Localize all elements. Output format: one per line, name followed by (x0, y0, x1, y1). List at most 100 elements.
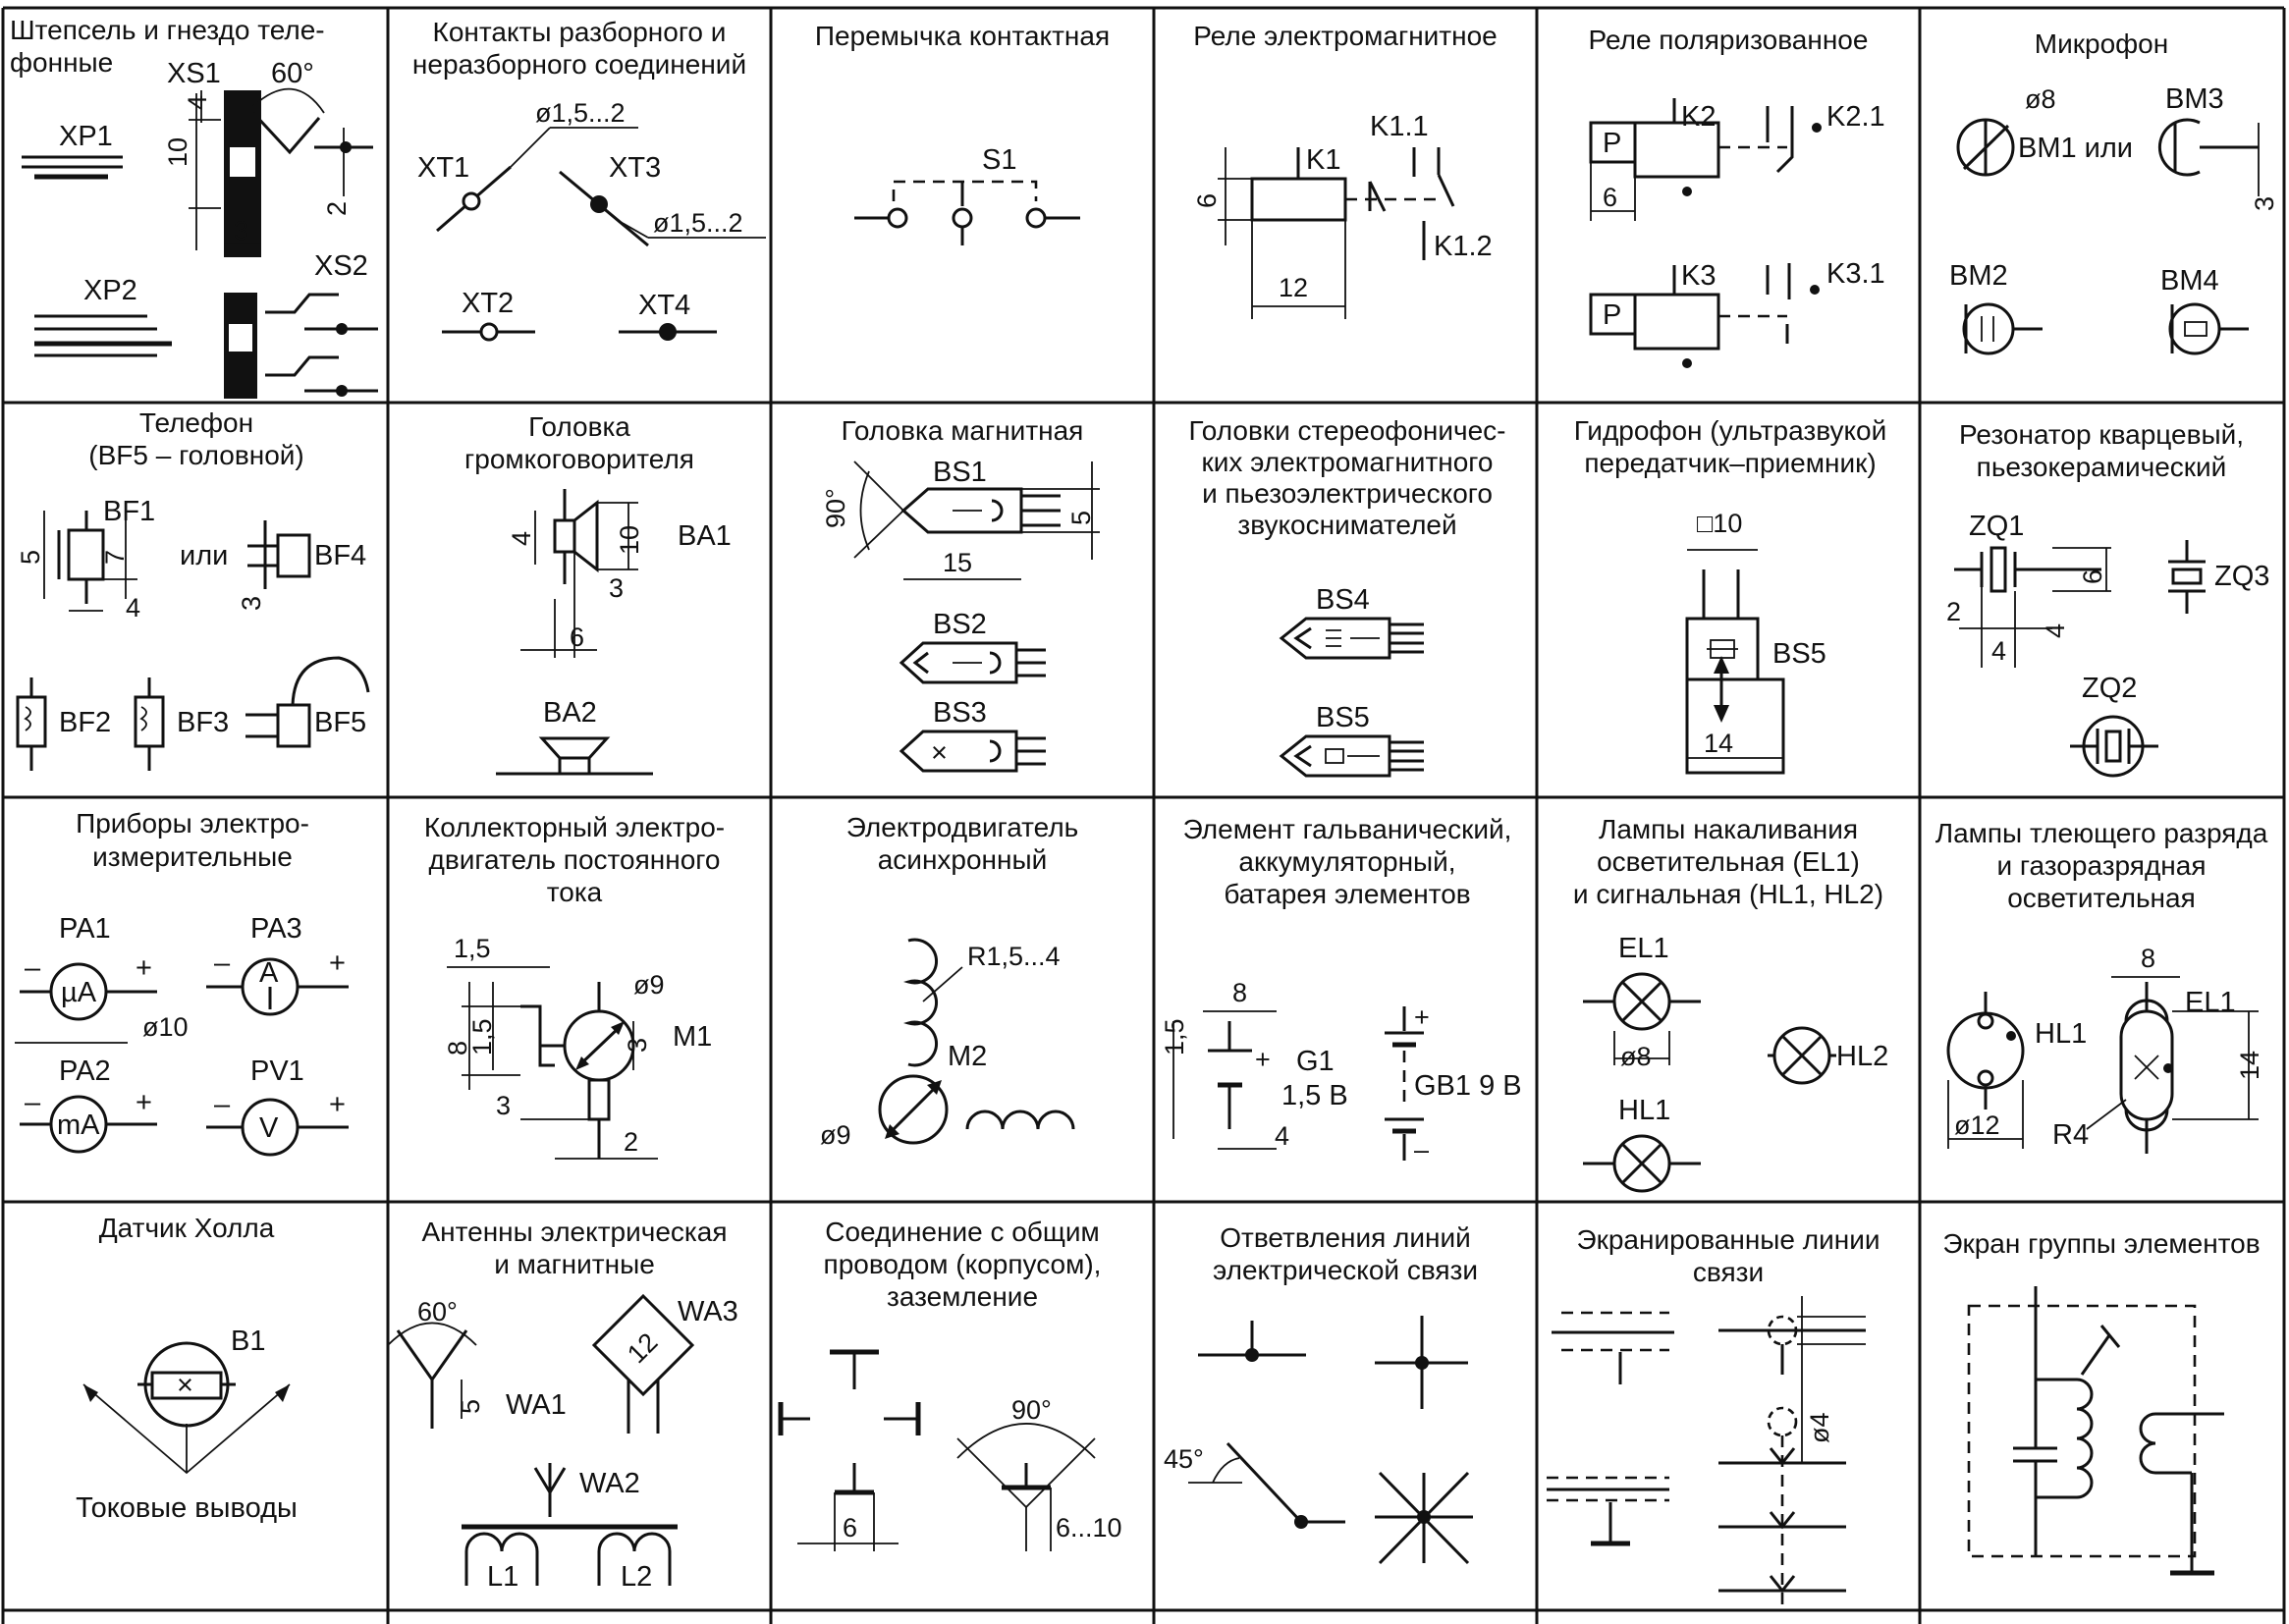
svg-text:XP2: XP2 (83, 275, 137, 306)
svg-text:×: × (931, 737, 948, 769)
svg-text:–: – (25, 1087, 41, 1118)
svg-text:ø4: ø4 (1805, 1412, 1834, 1443)
svg-text:P: P (1603, 299, 1621, 331)
shielded-line-symbols: ø4 (1547, 1296, 1866, 1610)
svg-text:□10: □10 (1697, 509, 1742, 538)
svg-text:ø8: ø8 (1620, 1042, 1652, 1071)
svg-text:+: + (1414, 1002, 1430, 1032)
svg-text:PV1: PV1 (250, 1056, 304, 1087)
svg-text:BS1: BS1 (933, 457, 987, 488)
svg-text:L1: L1 (487, 1561, 518, 1593)
svg-text:M1: M1 (673, 1021, 712, 1053)
svg-text:L2: L2 (621, 1561, 652, 1593)
svg-text:4: 4 (1275, 1121, 1289, 1151)
svg-text:R4: R4 (2052, 1119, 2089, 1151)
svg-text:ø1,5...2: ø1,5...2 (653, 208, 743, 238)
svg-text:V: V (259, 1112, 279, 1144)
svg-text:ZQ2: ZQ2 (2082, 673, 2137, 704)
svg-text:ø8: ø8 (2025, 84, 2056, 114)
svg-text:HL2: HL2 (1836, 1041, 1888, 1072)
svg-text:1,5: 1,5 (1160, 1018, 1189, 1056)
svg-text:WA2: WA2 (579, 1468, 640, 1499)
svg-text:или: или (180, 540, 228, 571)
connection-contact-symbols: XT1 ø1,5...2 XT3 ø1,5...2 XT2 XT4 (417, 98, 766, 342)
quartz-resonator-symbols: ZQ1 6 2 4 4 ZQ3 ZQ2 (1946, 511, 2269, 778)
svg-text:6: 6 (570, 623, 584, 652)
hydrophone-symbol: □10 BS5 14 (1685, 509, 1826, 775)
svg-text:5: 5 (1066, 511, 1096, 525)
svg-text:BA2: BA2 (543, 697, 597, 729)
svg-text:4: 4 (2041, 623, 2070, 638)
svg-text:3: 3 (623, 1038, 652, 1053)
ground-symbols: 6 90° 6...10 (778, 1349, 1122, 1551)
svg-text:K3.1: K3.1 (1826, 258, 1885, 290)
svg-text:XP1: XP1 (59, 121, 113, 152)
svg-text:S1: S1 (982, 144, 1016, 176)
cell19-title: Датчик Холла (99, 1213, 275, 1243)
svg-text:6: 6 (1192, 193, 1222, 208)
svg-text:GB1 9 B: GB1 9 B (1414, 1070, 1522, 1102)
svg-text:PA2: PA2 (59, 1056, 111, 1087)
svg-text:B1: B1 (231, 1326, 265, 1357)
svg-text:6: 6 (1603, 183, 1617, 212)
svg-text:10: 10 (615, 525, 644, 555)
svg-text:K1.1: K1.1 (1370, 111, 1429, 142)
cell10-title: Головки стереофоничес-ких электромагнитн… (1188, 415, 1505, 540)
svg-text:Токовые выводы: Токовые выводы (76, 1492, 298, 1524)
svg-text:K3: K3 (1681, 260, 1716, 292)
svg-text:XS1: XS1 (167, 58, 221, 89)
svg-text:–: – (1414, 1135, 1429, 1164)
induction-motor-symbol: R1,5...4 ø9 M2 (820, 938, 1075, 1150)
svg-text:BF4: BF4 (314, 540, 366, 571)
svg-text:XT1: XT1 (417, 152, 469, 184)
cell4-title: Реле электромагнитное (1193, 21, 1497, 51)
svg-text:90°: 90° (1011, 1395, 1052, 1425)
electromagnetic-relay-symbol: K1 6 12 K1.1 K1.2 (1192, 111, 1493, 319)
svg-text:+: + (329, 947, 346, 979)
cell3-title: Перемычка контактная (815, 21, 1110, 51)
svg-text:mA: mA (57, 1110, 100, 1141)
svg-text:7: 7 (100, 550, 130, 565)
svg-text:BS5: BS5 (1316, 702, 1370, 733)
svg-text:A: A (259, 957, 279, 989)
svg-text:1,5 B: 1,5 B (1281, 1080, 1348, 1111)
svg-text:ø12: ø12 (1954, 1110, 2000, 1140)
svg-text:BF2: BF2 (59, 707, 111, 738)
svg-text:8: 8 (2141, 944, 2155, 973)
svg-text:45°: 45° (1164, 1444, 1204, 1474)
svg-text:–: – (214, 947, 231, 979)
svg-text:BF3: BF3 (177, 707, 229, 738)
svg-text:8: 8 (1232, 978, 1247, 1007)
cell12-title: Резонатор кварцевый,пьезокерамический (1959, 419, 2244, 482)
line-branch-symbols: 45° (1164, 1316, 1473, 1565)
battery-cell-symbols: 8 + 1,5 G1 1,5 B 4 + – GB1 9 B (1160, 978, 1522, 1164)
svg-text:×: × (177, 1370, 193, 1401)
svg-text:6: 6 (843, 1513, 857, 1543)
svg-text:XT3: XT3 (609, 152, 661, 184)
svg-text:BM3: BM3 (2165, 83, 2224, 115)
svg-text:K1.2: K1.2 (1434, 231, 1493, 262)
telephone-symbols: BF1 5 7 4 или BF4 3 BF2 BF3 BF5 (16, 496, 370, 771)
svg-text:15: 15 (943, 548, 972, 577)
svg-text:BA1: BA1 (678, 520, 732, 552)
svg-text:60°: 60° (417, 1297, 458, 1326)
svg-text:BM2: BM2 (1949, 260, 2008, 292)
hall-sensor-symbol: B1 × Токовые выводы (76, 1326, 298, 1524)
svg-text:90°: 90° (821, 488, 850, 528)
cell14-title: Коллекторный электро-двигатель постоянно… (424, 812, 725, 907)
svg-text:+: + (136, 952, 152, 984)
svg-text:XT4: XT4 (638, 290, 690, 321)
svg-text:14: 14 (1704, 729, 1733, 758)
svg-text:4: 4 (126, 593, 140, 623)
microphone-symbols: ø8 BM1 или BM3 3 BM2 BM4 (1949, 83, 2279, 355)
table-grid (1, 6, 2286, 1624)
svg-text:4: 4 (507, 531, 536, 546)
svg-text:K2: K2 (1681, 101, 1716, 133)
svg-text:6...10: 6...10 (1056, 1513, 1122, 1543)
